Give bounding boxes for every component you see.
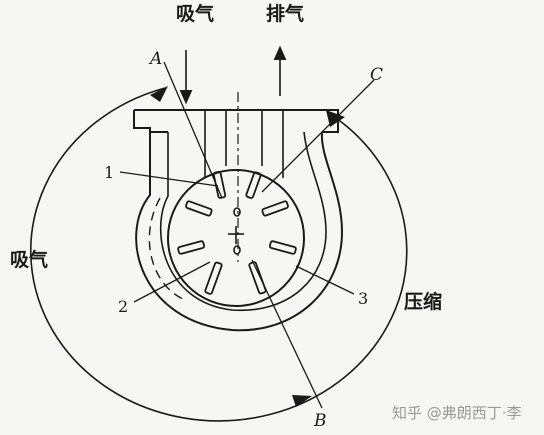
vane	[268, 240, 297, 255]
leader-c	[261, 79, 375, 193]
housing-inner-wall	[159, 131, 327, 312]
outer-arc-arrow-top-left	[150, 86, 168, 102]
right-compress-label: 压缩	[404, 290, 442, 313]
number-3: 3	[358, 289, 368, 308]
top-intake-label: 吸气	[176, 2, 214, 25]
leader-a	[163, 61, 223, 199]
rotor-hub-bottom	[233, 245, 241, 255]
vane	[248, 261, 267, 295]
vane	[185, 200, 213, 217]
leader-2	[133, 261, 211, 303]
leader-b	[251, 259, 323, 409]
housing-flange	[133, 109, 339, 133]
outer-arc-arrow-bottom	[292, 395, 312, 407]
number-1: 1	[104, 163, 114, 182]
dashed-suction-path	[148, 197, 186, 301]
intake-port	[204, 110, 227, 178]
exhaust-port	[261, 110, 284, 178]
outer-rotation-arc	[29, 87, 408, 422]
vane	[204, 261, 223, 295]
rotor	[167, 169, 305, 307]
letter-c: C	[370, 65, 383, 85]
leader-3	[295, 265, 355, 295]
number-2: 2	[118, 297, 128, 316]
vane	[261, 200, 289, 217]
letter-b: B	[313, 411, 327, 431]
vane	[177, 240, 206, 255]
rotor-vanes	[177, 170, 297, 295]
rotor-hub-top	[233, 207, 241, 217]
vane	[245, 171, 262, 199]
leader-1	[119, 171, 219, 187]
vane	[212, 170, 227, 199]
watermark: 知乎 @弗朗西丁·李	[392, 404, 522, 422]
letter-a: A	[148, 49, 162, 69]
top-exhaust-label: 排气	[266, 2, 304, 25]
left-intake-label: 吸气	[10, 248, 48, 271]
